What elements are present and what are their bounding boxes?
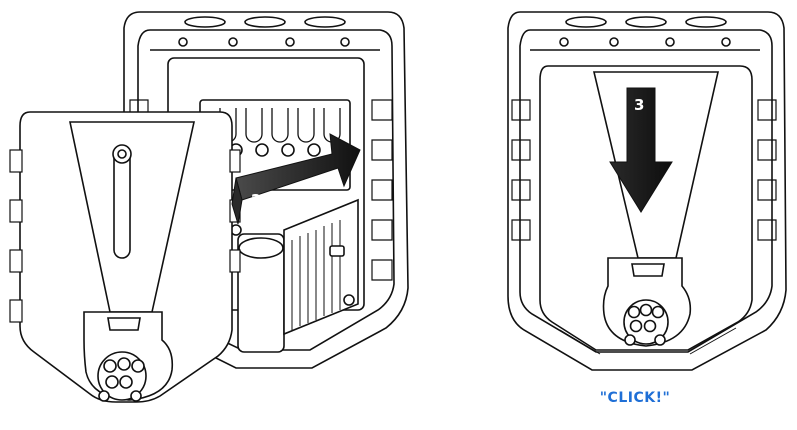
type2-socket-left: [97, 351, 147, 402]
front-cover-left: [9, 111, 241, 403]
step-number-3: 3: [634, 96, 644, 114]
type2-socket-right: [623, 299, 669, 346]
down-arrow-icon: [609, 87, 673, 213]
charger-assembled-right: [507, 11, 787, 371]
step-number-2: 2: [251, 191, 261, 209]
click-caption: "CLICK!": [599, 390, 671, 406]
push-arrow-icon: [231, 133, 361, 225]
